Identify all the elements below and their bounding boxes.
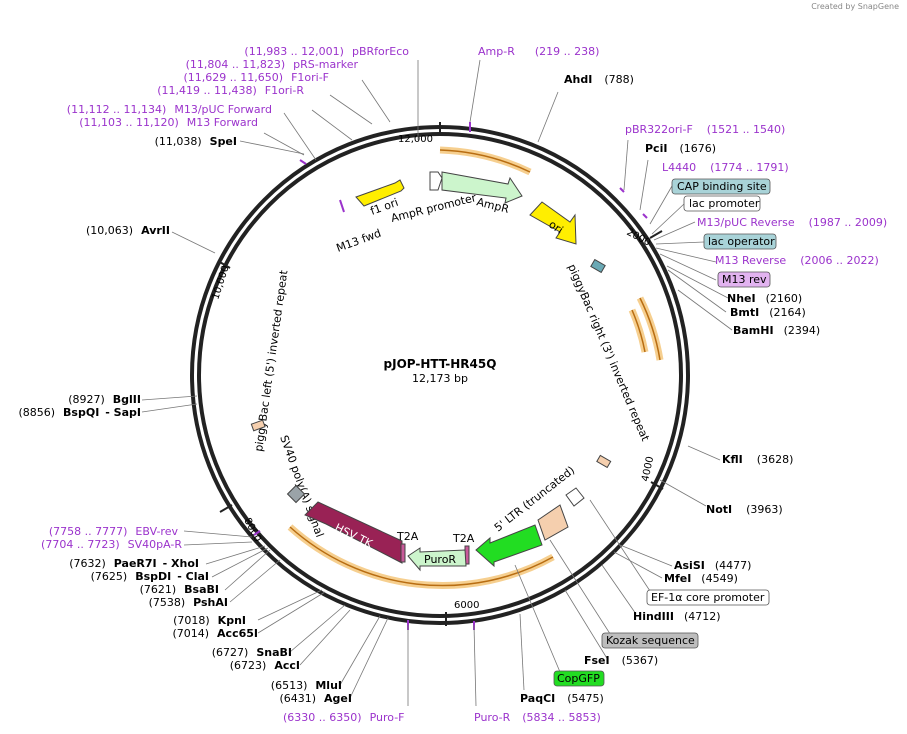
site-bspqi[interactable]: (8856)BspQI- SapI	[18, 406, 141, 419]
ori-arrow	[529, 201, 577, 245]
box-lacprom[interactable]: lac promoter	[683, 195, 761, 212]
site-kfli[interactable]: KflI(3628)	[722, 453, 793, 466]
snapgene-credit: Created by SnapGene	[811, 2, 899, 11]
site-paer7i[interactable]: (7632)PaeR7I- XhoI	[69, 557, 199, 570]
box-ef1a[interactable]: EF-1α core promoter	[646, 589, 770, 606]
svg-text:M13 rev: M13 rev	[722, 273, 767, 286]
t2a1-mark	[400, 543, 406, 563]
primer-sv40pa[interactable]: (7704 .. 7723)SV40pA-R	[41, 538, 182, 551]
primer-ebvrev[interactable]: (7758 .. 7777)EBV-rev	[49, 525, 179, 538]
orf-arc-ampr-bg	[439, 146, 532, 176]
primer-prs[interactable]: (11,804 .. 11,823)pRS-marker	[186, 58, 359, 71]
plasmid-size: 12,173 bp	[412, 372, 468, 385]
t2a1-label: T2A	[396, 530, 419, 543]
primer-m13rev[interactable]: M13 Reverse(2006 .. 2022)	[715, 254, 879, 267]
pbright-mark	[596, 454, 612, 469]
site-avrii[interactable]: (10,063)AvrII	[86, 224, 170, 237]
copgfp-arrow	[475, 524, 543, 568]
svg-text:lac operator: lac operator	[708, 235, 775, 248]
site-bsabi[interactable]: (7621)BsaBI	[140, 583, 219, 596]
site-paqci[interactable]: PaqCI(5475)	[520, 692, 604, 705]
site-mlui[interactable]: (6513)MluI	[271, 679, 342, 692]
site-bmti[interactable]: BmtI(2164)	[730, 306, 806, 319]
tick-6000: 6000	[454, 600, 479, 611]
leader-lines	[141, 59, 733, 707]
box-lacop[interactable]: lac operator	[703, 233, 777, 250]
primer-f1orir[interactable]: (11,419 .. 11,438)F1ori-R	[157, 84, 304, 97]
amprprom-label: AmpR promoter	[390, 191, 478, 225]
sv40-label: SV40 poly(A) signal	[277, 434, 326, 539]
site-kpni[interactable]: (7018)KpnI	[173, 614, 246, 627]
site-agei[interactable]: (6431)AgeI	[279, 692, 352, 705]
lac-cluster-mark	[590, 258, 606, 274]
site-pshai[interactable]: (7538)PshAI	[149, 596, 228, 609]
puror-arrow	[407, 547, 467, 572]
box-copgfp[interactable]: CopGFP	[553, 670, 605, 687]
site-bamhi[interactable]: BamHI(2394)	[733, 324, 820, 337]
site-mfei[interactable]: MfeI(4549)	[664, 572, 738, 585]
site-hindiii[interactable]: HindIII(4712)	[633, 610, 721, 623]
tick-2000: 2000	[625, 227, 653, 249]
primer-m13fwd[interactable]: (11,103 .. 11,120)M13 Forward	[79, 116, 258, 129]
svg-text:CAP binding site: CAP binding site	[677, 180, 767, 193]
site-fsei[interactable]: FseI(5367)	[584, 654, 658, 667]
site-ahdi[interactable]: AhdI(788)	[564, 73, 634, 86]
primer-puror[interactable]: Puro-R(5834 .. 5853)	[474, 711, 601, 724]
tick-marks	[217, 122, 664, 626]
t2a2-label: T2A	[452, 532, 475, 545]
plasmid-name: pJOP-HTT-HR45Q	[384, 357, 497, 371]
orf-arc-right2	[631, 309, 646, 353]
orf-arc-ampr	[439, 149, 531, 173]
primer-pbr322[interactable]: pBR322ori-F(1521 .. 1540)	[625, 123, 785, 136]
site-noti[interactable]: NotI(3963)	[706, 503, 783, 516]
box-kozak[interactable]: Kozak sequence	[601, 632, 699, 649]
svg-text:CopGFP: CopGFP	[557, 672, 600, 685]
pbleft-mark	[250, 419, 266, 432]
ltr-arrow	[537, 504, 569, 541]
puror-label: PuroR	[424, 553, 456, 566]
orf-arc-bottom	[289, 526, 554, 587]
amprprom-arrow	[429, 171, 443, 191]
site-bspdi[interactable]: (7625)BspDI- ClaI	[91, 570, 209, 583]
site-pcii[interactable]: PciI(1676)	[645, 142, 716, 155]
m13fwd-feature-label: M13 fwd	[335, 227, 383, 255]
site-asisi[interactable]: AsiSI(4477)	[674, 559, 751, 572]
orf-arc-right1	[639, 297, 661, 361]
primer-purof[interactable]: (6330 .. 6350)Puro-F	[283, 711, 405, 724]
svg-text:lac promoter: lac promoter	[689, 197, 760, 210]
site-bglii[interactable]: (8927)BglII	[68, 393, 141, 406]
box-cap[interactable]: CAP binding site	[671, 178, 771, 195]
sv40-mark	[286, 484, 306, 504]
site-nhei[interactable]: NheI(2160)	[727, 292, 802, 305]
pbright-label: piggyBac right (3') inverted repeat	[565, 262, 652, 444]
primer-ampr[interactable]: Amp-R(219 .. 238)	[478, 45, 599, 58]
box-m13rev[interactable]: M13 rev	[717, 271, 771, 288]
ef1a-arrow	[565, 487, 585, 507]
f1ori-arrow	[355, 179, 405, 207]
primer-f1orif[interactable]: (11,629 .. 11,650)F1ori-F	[184, 71, 330, 84]
primer-m13puc-rev[interactable]: M13/pUC Reverse(1987 .. 2009)	[697, 216, 887, 229]
site-acci[interactable]: (6723)AccI	[230, 659, 300, 672]
primer-pbrforeco[interactable]: (11,983 .. 12,001)pBRforEco	[244, 45, 409, 58]
tick-4000: 4000	[640, 455, 656, 482]
site-snabi[interactable]: (6727)SnaBI	[212, 646, 292, 659]
site-acc65i[interactable]: (7014)Acc65I	[172, 627, 258, 640]
svg-text:Kozak sequence: Kozak sequence	[606, 634, 695, 647]
primer-m13pucfwd[interactable]: (11,112 .. 11,134)M13/pUC Forward	[67, 103, 272, 116]
svg-text:EF-1α core promoter: EF-1α core promoter	[651, 591, 765, 604]
primer-l4440[interactable]: L4440(1774 .. 1791)	[662, 161, 789, 174]
tick-12000: 12,000	[398, 134, 433, 145]
site-spei[interactable]: (11,038)SpeI	[155, 135, 237, 148]
ampr-arrow	[441, 171, 523, 204]
